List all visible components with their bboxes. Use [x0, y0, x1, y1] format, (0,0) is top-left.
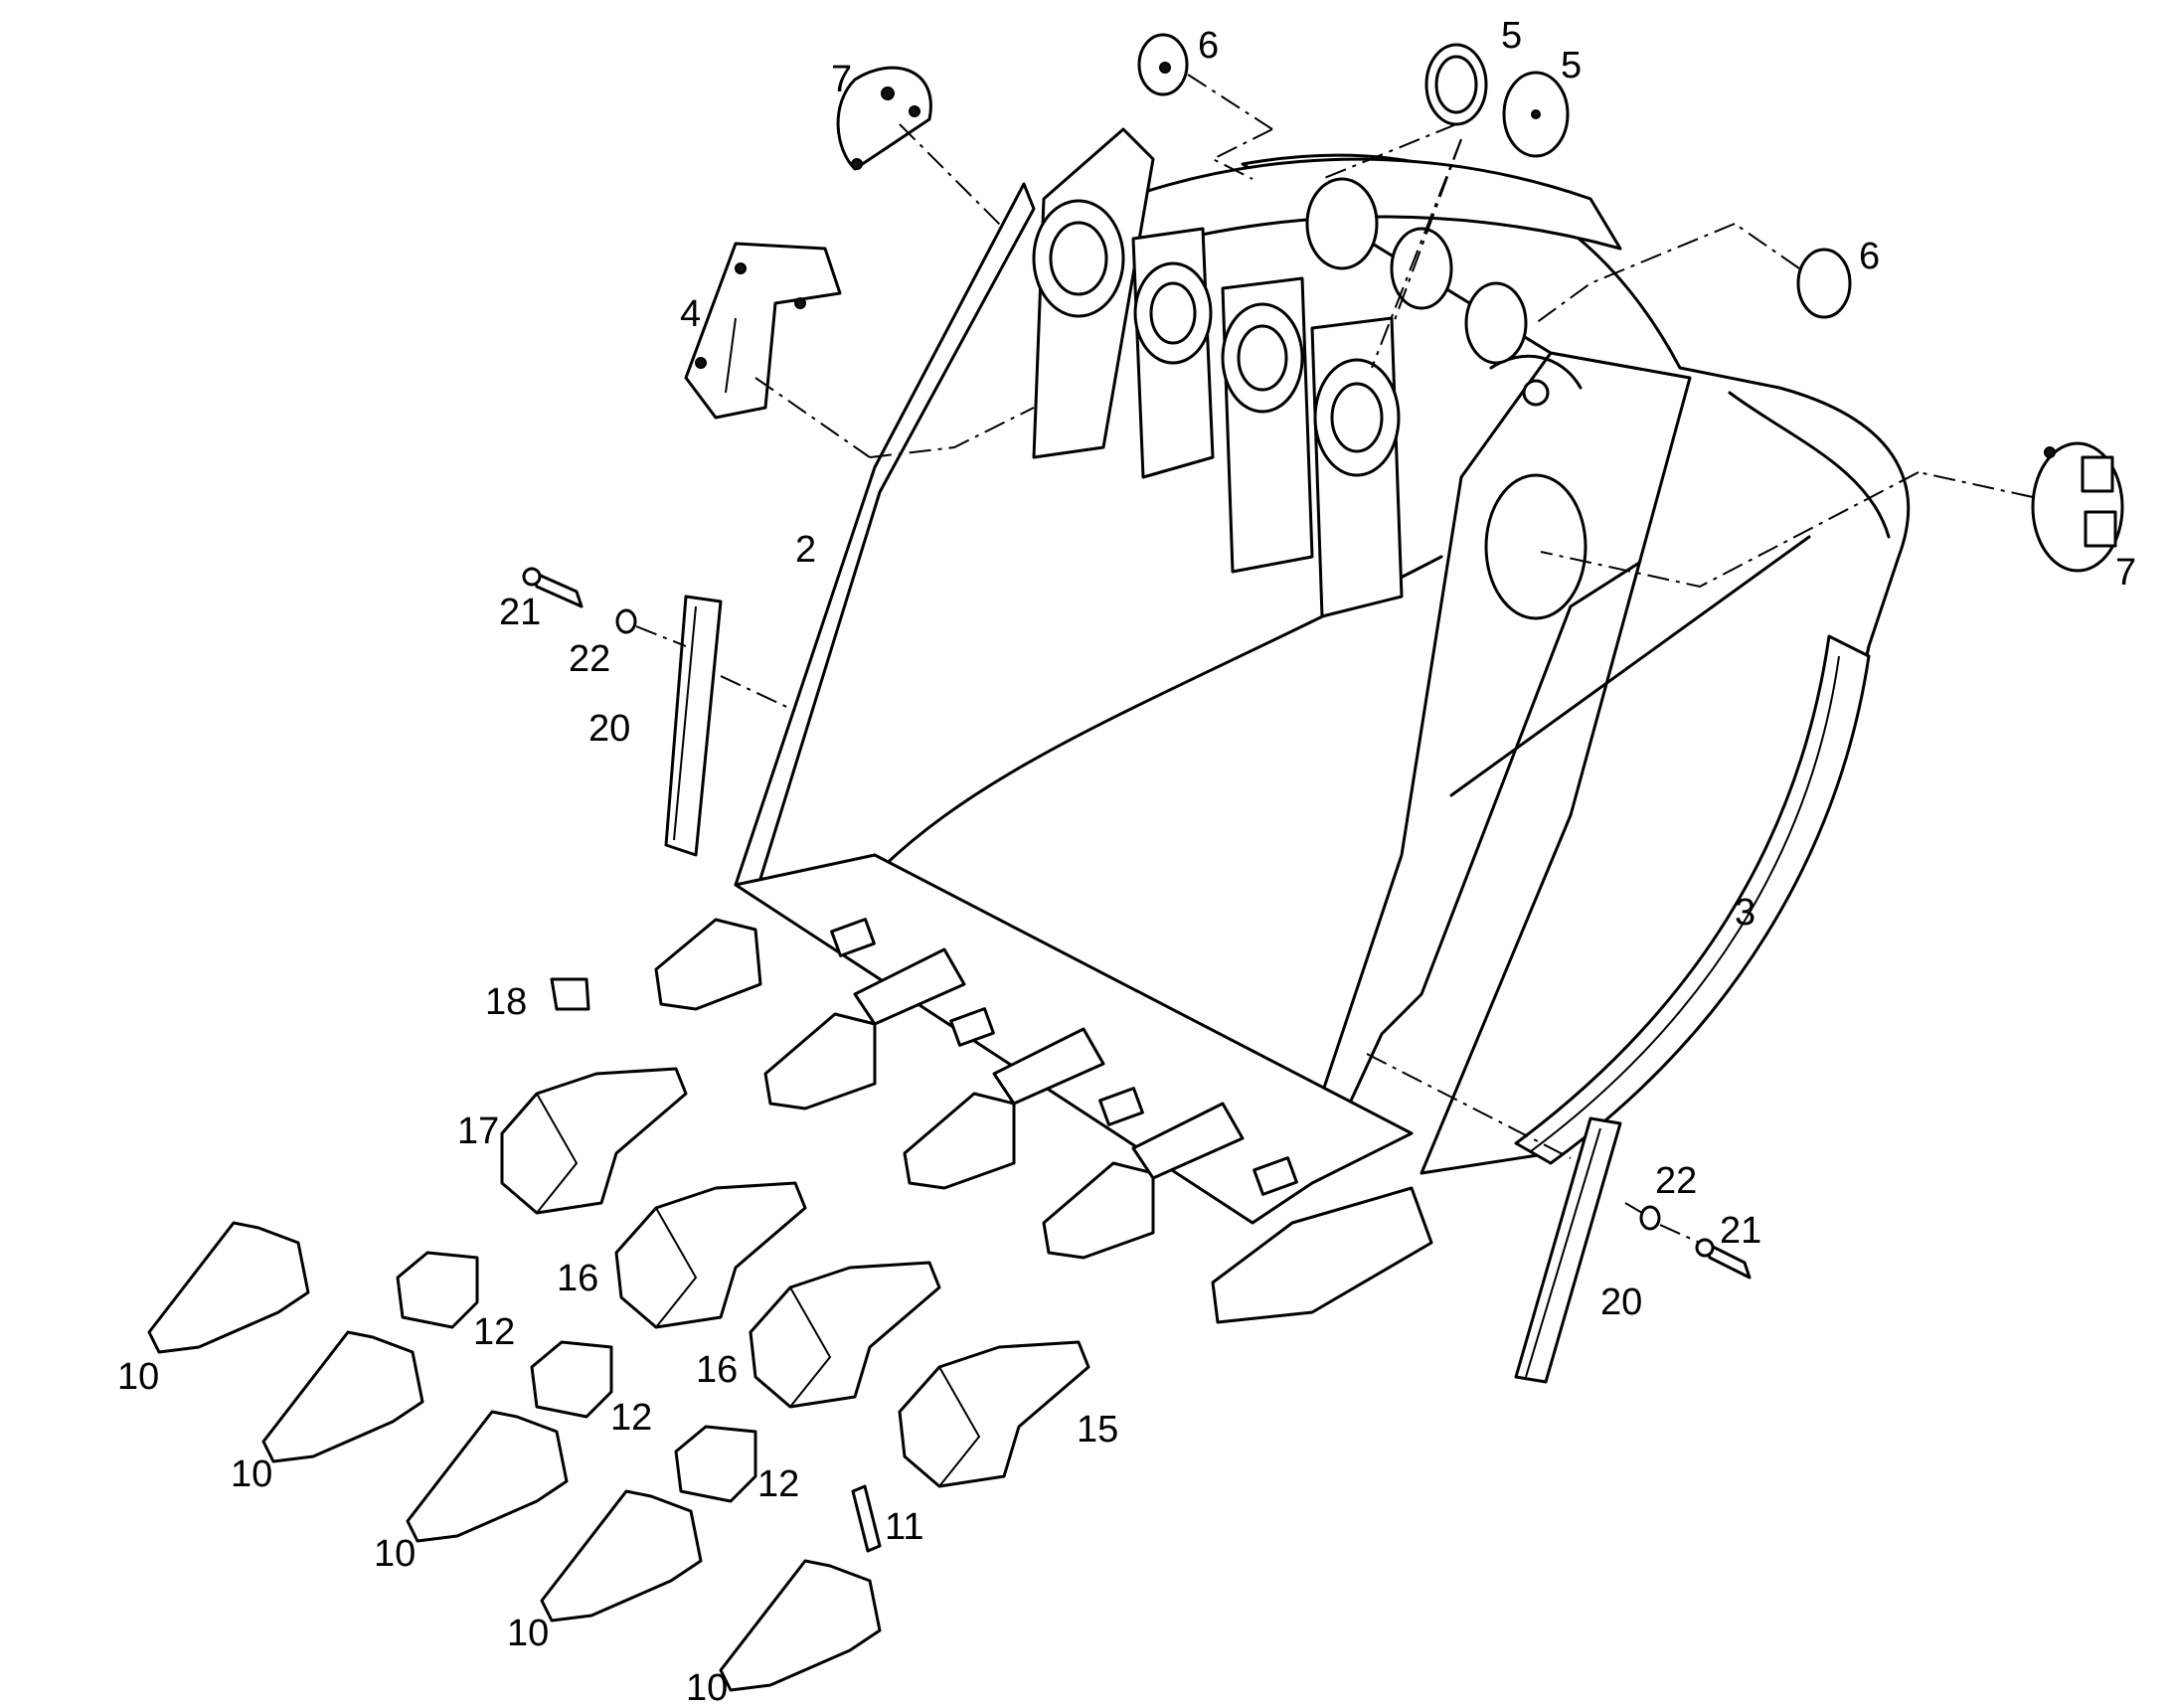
callout-12-c: 12: [757, 1463, 799, 1505]
callout-labels: 2 3 4 5 5 6 6 7 7 10 10 10 10 10 11 12 1…: [117, 15, 2136, 1708]
part-12-locks: [396, 1251, 757, 1503]
callout-5-a: 5: [1501, 15, 1522, 57]
callout-5-b: 5: [1561, 45, 1582, 86]
boss-hole: [1484, 473, 1588, 620]
callout-3: 3: [1735, 892, 1755, 934]
part-6-disk-right: [1796, 248, 1852, 319]
part-15-cap: [898, 1340, 1090, 1488]
part-4-plate: [684, 242, 842, 420]
part-16-cap-b: [749, 1261, 941, 1409]
part-20-side-cutter-right: [1514, 1116, 1622, 1384]
callout-7-b: 7: [2115, 552, 2136, 594]
part-11-pin: [851, 1484, 882, 1553]
part-16-cap-a: [614, 1181, 807, 1329]
part-7-cover-right: [2031, 441, 2124, 573]
part-21-pin-left: [522, 567, 584, 608]
part-10-teeth: [147, 1221, 882, 1692]
leader-lines: [635, 74, 2034, 1244]
callout-16-a: 16: [557, 1258, 598, 1299]
part-7-cover-left: [836, 66, 932, 171]
callout-10-c: 10: [374, 1533, 416, 1575]
callout-4: 4: [680, 293, 701, 335]
callout-11: 11: [885, 1506, 923, 1548]
part-22-washer-right: [1639, 1205, 1661, 1231]
part-18-lock: [550, 977, 590, 1011]
callout-10-d: 10: [507, 1613, 549, 1654]
callout-10-a: 10: [117, 1356, 159, 1398]
part-22-washer-left: [615, 608, 637, 634]
bucket-body: [734, 127, 1911, 1225]
callout-6-b: 6: [1859, 236, 1880, 277]
lip-adapters: [654, 918, 1433, 1324]
callout-16-b: 16: [696, 1349, 738, 1391]
part-17-cap: [500, 1067, 688, 1215]
callout-20-a: 20: [588, 708, 630, 750]
part-6-disk-top: [1137, 33, 1189, 96]
callout-6-a: 6: [1198, 25, 1219, 67]
hinge-lugs: [1032, 127, 1528, 618]
callout-21-a: 21: [499, 592, 541, 633]
callout-10-e: 10: [686, 1667, 728, 1703]
callout-7-a: 7: [831, 59, 852, 100]
callout-20-b: 20: [1600, 1281, 1642, 1323]
part-20-side-cutter-left: [664, 595, 723, 857]
callout-2: 2: [795, 529, 816, 571]
callout-17: 17: [457, 1110, 499, 1152]
part-5-disks: [1424, 43, 1570, 158]
callout-22-b: 22: [1655, 1160, 1697, 1202]
callout-18: 18: [485, 981, 527, 1023]
callout-21-b: 21: [1720, 1210, 1761, 1252]
callout-12-b: 12: [610, 1397, 652, 1439]
callout-15: 15: [1077, 1409, 1118, 1451]
callout-10-b: 10: [231, 1453, 272, 1495]
part-21-pin-right: [1695, 1238, 1752, 1280]
callout-12-a: 12: [473, 1311, 515, 1353]
callout-22-a: 22: [569, 638, 610, 680]
